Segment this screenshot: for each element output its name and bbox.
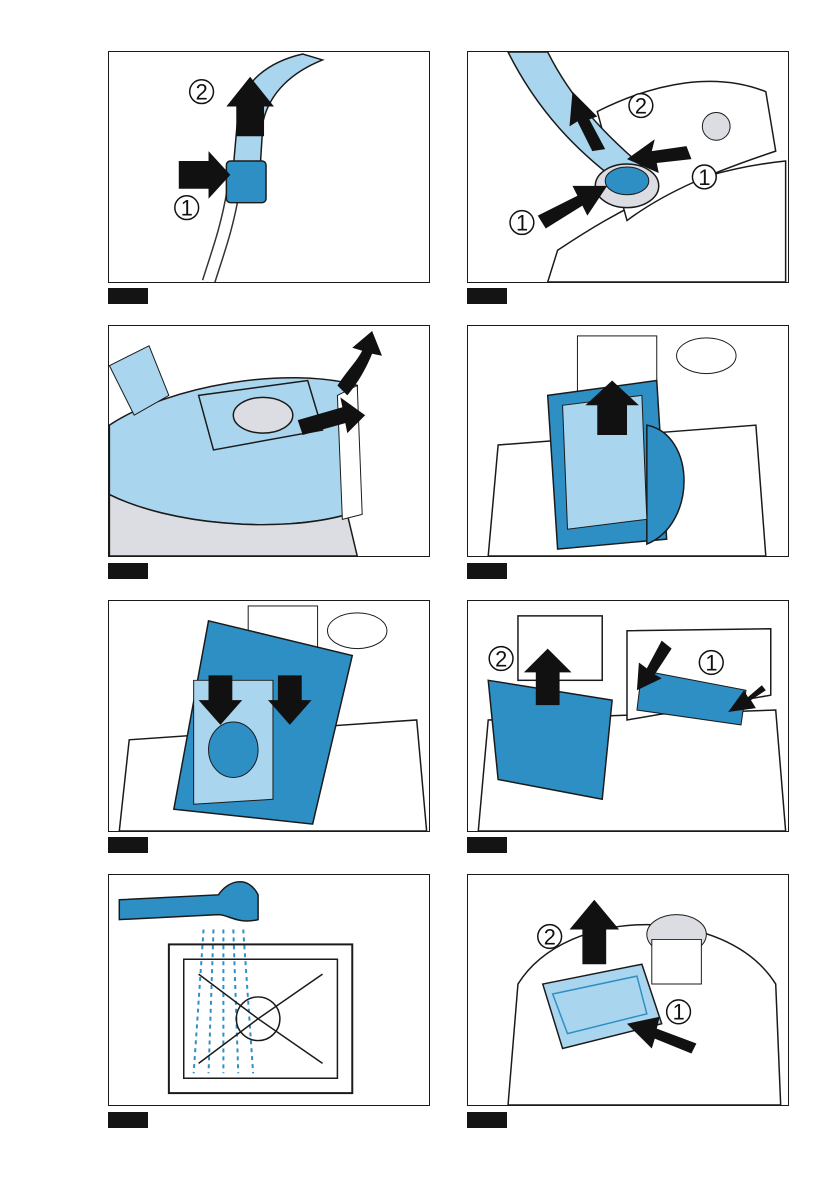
illustration-panel-5 xyxy=(108,600,430,832)
step-tag xyxy=(108,837,148,853)
step-tag xyxy=(467,1112,507,1128)
callout-number: 2 xyxy=(495,646,507,671)
step-tag xyxy=(467,837,507,853)
illustration-panel-8: 2 1 xyxy=(467,874,789,1106)
step-tag xyxy=(108,288,148,304)
callout-number: 1 xyxy=(516,210,528,235)
step-tag xyxy=(108,1112,148,1128)
callout-number: 1 xyxy=(705,650,717,675)
step-tag xyxy=(467,288,507,304)
illustration-panel-2: 2 1 1 xyxy=(467,51,789,283)
illustration-panel-7 xyxy=(108,874,430,1106)
illustration-panel-1: 2 1 xyxy=(108,51,430,283)
illustration-panel-3 xyxy=(108,325,430,557)
callout-number: 1 xyxy=(181,196,193,221)
callout-number: 2 xyxy=(544,924,556,949)
step-tag xyxy=(108,563,148,579)
illustration-panel-4 xyxy=(467,325,789,557)
callout-number: 1 xyxy=(673,1000,685,1025)
callout-number: 2 xyxy=(635,93,647,118)
callout-number: 2 xyxy=(196,80,208,105)
callout-number: 1 xyxy=(698,165,710,190)
illustration-panel-6: 2 1 xyxy=(467,600,789,832)
step-tag xyxy=(467,563,507,579)
